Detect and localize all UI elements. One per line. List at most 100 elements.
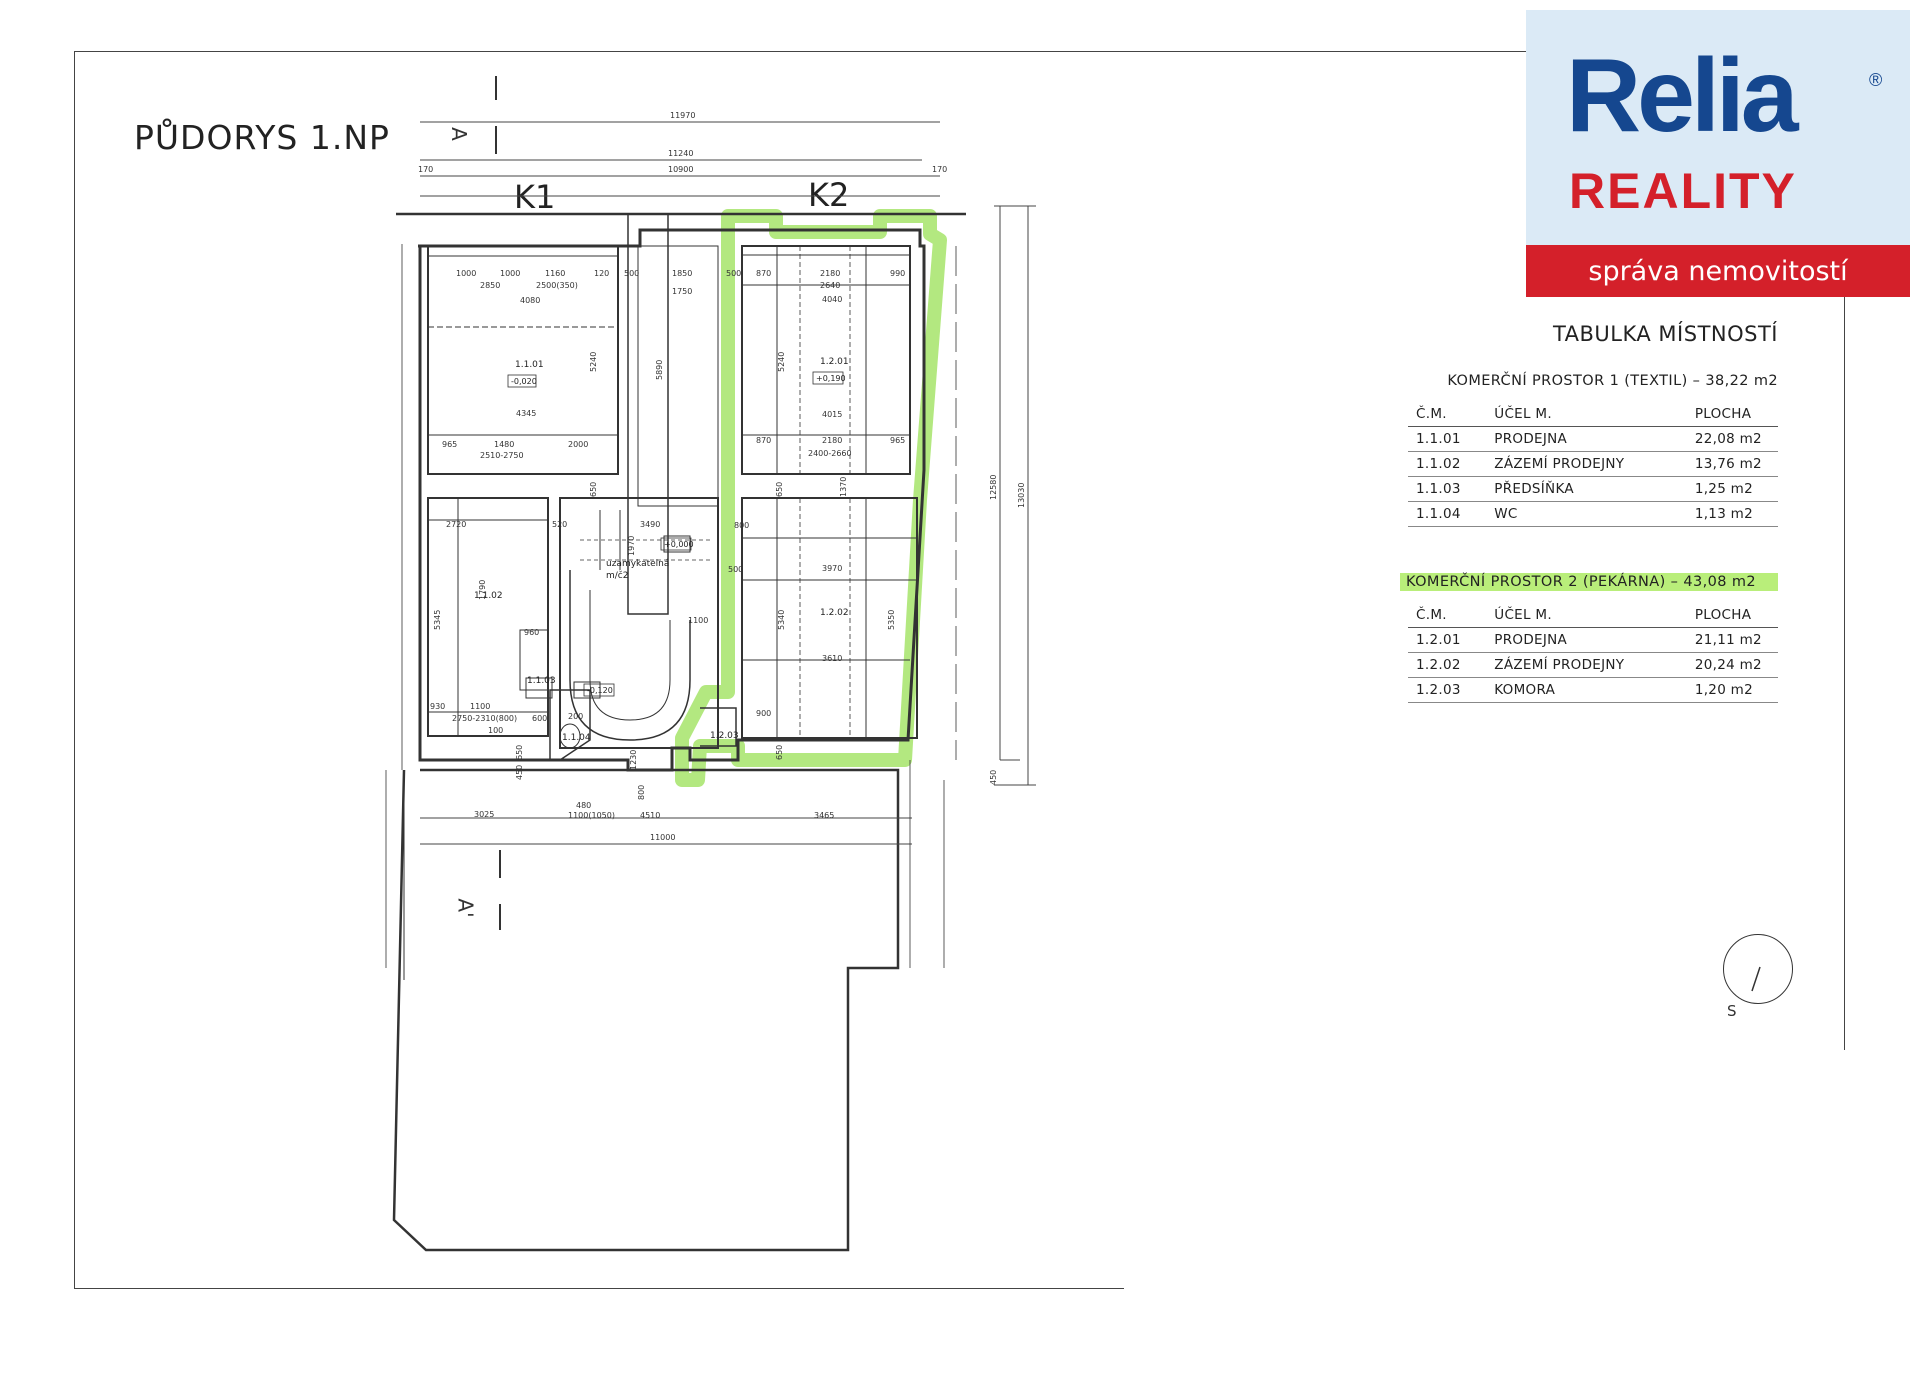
- svg-text:2500(350): 2500(350): [536, 281, 578, 290]
- outer-wall: [418, 228, 926, 772]
- svg-text:800: 800: [734, 521, 749, 530]
- table-row: 1.2.03 KOMORA 1,20 m2: [1408, 678, 1778, 703]
- svg-text:965: 965: [442, 440, 457, 449]
- svg-text:4015: 4015: [822, 410, 842, 419]
- svg-text:3490: 3490: [640, 520, 660, 529]
- plan-title: PŮDORYS 1.NP: [134, 118, 390, 157]
- svg-text:1100(1050): 1100(1050): [568, 811, 615, 820]
- compass-needle-icon: [1751, 966, 1761, 992]
- svg-text:650: 650: [589, 482, 598, 497]
- room-tag-1-2-03: 1.2.03: [710, 731, 739, 741]
- svg-text:4345: 4345: [516, 409, 536, 418]
- svg-text:5350: 5350: [887, 610, 896, 630]
- table-row: 1.2.01 PRODEJNA 21,11 m2: [1408, 628, 1778, 653]
- svg-text:1850: 1850: [672, 269, 692, 278]
- room-area: 13,76 m2: [1694, 456, 1762, 472]
- svg-text:1100: 1100: [470, 702, 490, 711]
- table-row: 1.2.02 ZÁZEMÍ PRODEJNY 20,24 m2: [1408, 653, 1778, 678]
- svg-text:450: 450: [989, 770, 998, 785]
- svg-text:450: 450: [515, 765, 524, 780]
- svg-text:1480: 1480: [494, 440, 514, 449]
- svg-text:1790: 1790: [478, 580, 487, 600]
- svg-text:650: 650: [775, 482, 784, 497]
- room-tag-1-1-04: 1.1.04: [562, 733, 591, 743]
- logo-brand: Relia: [1566, 38, 1799, 154]
- room-number: 1.1.01: [1416, 431, 1461, 447]
- courtyard-outline: [392, 768, 900, 1252]
- room-group-heading: KOMERČNÍ PROSTOR 1 (TEXTIL) – 38,22 m2: [1447, 373, 1778, 389]
- svg-text:1750: 1750: [672, 287, 692, 296]
- svg-text:12580: 12580: [989, 475, 998, 500]
- svg-text:500: 500: [726, 269, 741, 278]
- frame-left-line: [74, 51, 75, 1289]
- room-area: 22,08 m2: [1694, 431, 1762, 447]
- svg-text:3610: 3610: [822, 654, 842, 663]
- svg-text:10900: 10900: [668, 165, 693, 174]
- svg-text:1160: 1160: [545, 269, 565, 278]
- table-row: 1.1.01 PRODEJNA 22,08 m2: [1408, 427, 1778, 452]
- staircase-area: [559, 497, 719, 749]
- svg-text:5240: 5240: [589, 352, 598, 372]
- svg-text:m/č2: m/č2: [606, 570, 628, 581]
- svg-text:+0,190: +0,190: [816, 374, 846, 383]
- frame-bottom-line: [74, 1288, 1124, 1289]
- svg-text:3970: 3970: [822, 564, 842, 573]
- svg-text:120: 120: [594, 269, 609, 278]
- svg-text:11000: 11000: [650, 833, 675, 842]
- table-row: 1.1.04 WC 1,13 m2: [1408, 502, 1778, 527]
- room-area: 20,24 m2: [1694, 657, 1762, 673]
- unit-label-k2: K2: [808, 176, 850, 214]
- room-purpose: ZÁZEMÍ PRODEJNY: [1494, 456, 1625, 472]
- room-table: TABULKA MÍSTNOSTÍ KOMERČNÍ PROSTOR 1 (TE…: [1400, 322, 1778, 747]
- room-purpose: PŘEDSÍŇKA: [1494, 481, 1574, 497]
- logo-tagline: správa nemovitostí: [1526, 245, 1910, 297]
- room-area: 21,11 m2: [1694, 632, 1762, 648]
- svg-text:2400-2660: 2400-2660: [808, 449, 852, 458]
- room-group-heading-highlighted: KOMERČNÍ PROSTOR 2 (PEKÁRNA) – 43,08 m2: [1400, 571, 1778, 593]
- room-purpose: PRODEJNA: [1494, 632, 1568, 648]
- svg-text:2180: 2180: [820, 269, 840, 278]
- svg-text:870: 870: [756, 436, 771, 445]
- svg-text:2720: 2720: [446, 520, 466, 529]
- column-header-number: Č.M.: [1416, 607, 1447, 623]
- room-tag-1-2-01: 1.2.01: [820, 357, 849, 367]
- svg-text:600: 600: [532, 714, 547, 723]
- logo-subbrand: REALITY: [1569, 163, 1797, 219]
- room-tag-lockable: uzamykatelná: [606, 559, 669, 569]
- svg-text:990: 990: [890, 269, 905, 278]
- svg-text:200: 200: [568, 712, 583, 721]
- room-table-title: TABULKA MÍSTNOSTÍ: [1552, 322, 1778, 346]
- svg-text:13030: 13030: [1017, 483, 1026, 508]
- svg-text:1370: 1370: [839, 477, 848, 497]
- svg-text:5240: 5240: [777, 352, 786, 372]
- table-header-row: Č.M. ÚČEL M. PLOCHA: [1408, 603, 1778, 628]
- room-number: 1.1.03: [1416, 481, 1461, 497]
- room-tag-1-2-02: 1.2.02: [820, 608, 849, 618]
- svg-text:900: 900: [756, 709, 771, 718]
- room-number: 1.1.02: [1416, 456, 1461, 472]
- svg-text:11970: 11970: [670, 111, 695, 120]
- svg-text:2750-2310(800): 2750-2310(800): [452, 714, 517, 723]
- svg-text:4510: 4510: [640, 811, 660, 820]
- svg-text:1970: 1970: [627, 536, 636, 556]
- svg-text:2640: 2640: [820, 281, 840, 290]
- svg-text:-0,120: -0,120: [587, 686, 613, 695]
- room-purpose: PRODEJNA: [1494, 431, 1568, 447]
- room-1-1-02-wall: [427, 497, 549, 737]
- svg-text:480: 480: [576, 801, 591, 810]
- svg-text:1000: 1000: [456, 269, 476, 278]
- column-header-area: PLOCHA: [1694, 607, 1752, 623]
- svg-text:2180: 2180: [822, 436, 842, 445]
- svg-text:965: 965: [890, 436, 905, 445]
- svg-text:+0,000: +0,000: [664, 540, 694, 549]
- svg-text:5340: 5340: [777, 610, 786, 630]
- svg-text:2510-2750: 2510-2750: [480, 451, 524, 460]
- room-tag-1-1-03: 1.1.03: [527, 676, 556, 686]
- room-purpose: KOMORA: [1494, 682, 1556, 698]
- svg-text:960: 960: [524, 628, 539, 637]
- column-header-number: Č.M.: [1416, 406, 1447, 422]
- north-arrow: [1723, 934, 1793, 1004]
- room-1-2-01-wall: [741, 245, 911, 475]
- svg-text:650: 650: [515, 745, 524, 760]
- svg-text:500: 500: [624, 269, 639, 278]
